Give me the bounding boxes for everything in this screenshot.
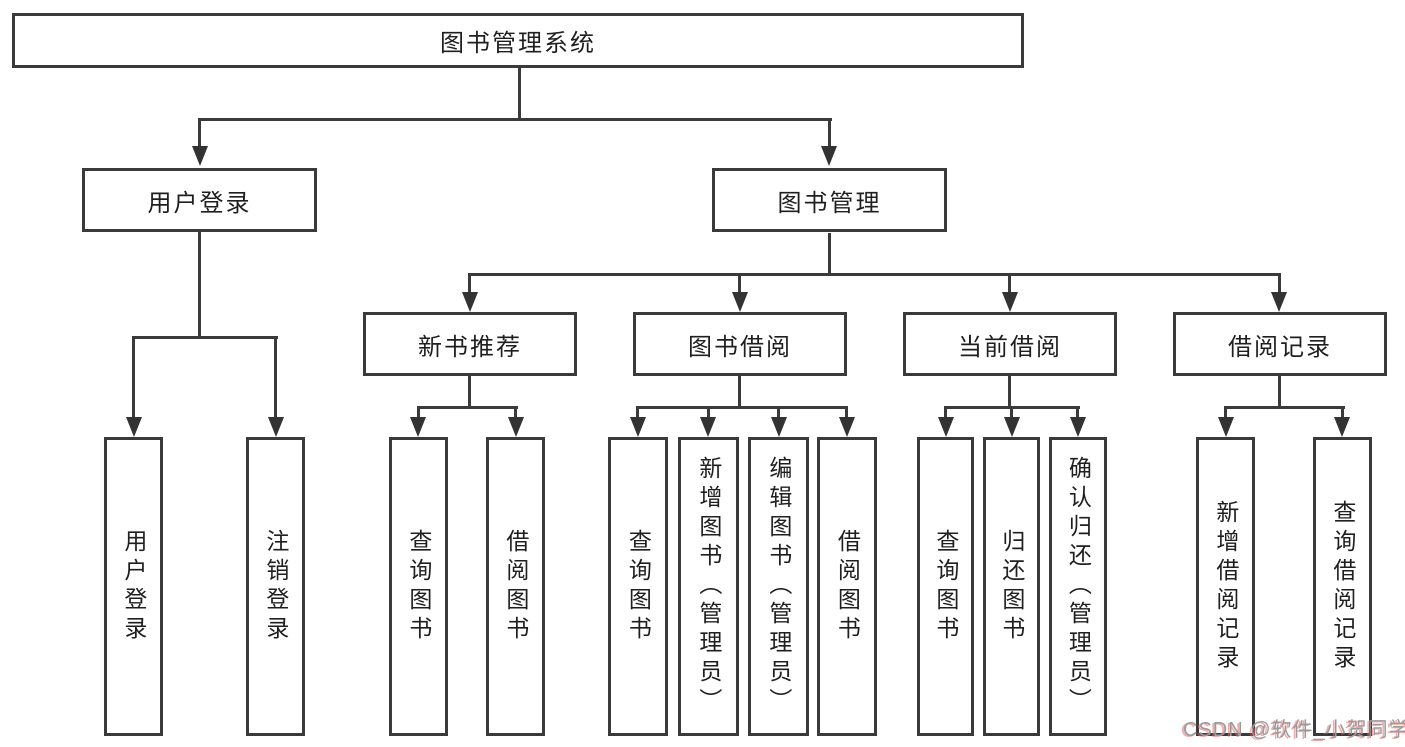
arrowhead-icon [410,417,426,437]
node-label: 新书推荐 [418,333,522,361]
leaf-label: 查询借阅记录 [1329,499,1356,674]
leaf-label: 新增借阅记录 [1212,499,1239,674]
node-label: 用户登录 [147,189,252,217]
connector-line [1008,376,1011,409]
leaf-label: 归还图书 [998,528,1025,645]
arrowhead-icon [771,417,787,437]
leaf-label: 查询图书 [932,528,959,645]
arrowhead-icon [126,417,142,437]
leaf-query-book: 查询图书 [389,437,448,736]
arrowhead-icon [192,146,208,166]
connector-line [636,406,639,420]
node-new-book-recommendation: 新书推荐 [363,312,577,376]
node-root-system: 图书管理系统 [12,13,1024,68]
arrowhead-icon [732,292,748,312]
connector-line [738,273,741,295]
arrowhead-icon [1334,417,1350,437]
csdn-watermark: CSDN @软件_小贺同学 [1183,719,1405,741]
node-label: 图书借阅 [688,333,792,361]
arrowhead-icon [700,417,716,437]
leaf-edit-book-admin: 编辑图书（管理员） [748,437,809,736]
leaf-confirm-return-admin: 确认归还（管理员） [1049,437,1107,736]
arrowhead-icon [839,417,855,437]
connector-line [468,273,471,295]
node-label: 图书管理系统 [440,30,596,57]
connector-line [468,273,1281,276]
connector-line [518,67,521,121]
node-book-management: 图书管理 [712,168,947,232]
leaf-return-book: 归还图书 [983,437,1040,736]
arrowhead-icon [630,417,646,437]
leaf-add-book-admin: 新增图书（管理员） [678,437,739,736]
connector-line [944,406,947,420]
leaf-query-book: 查询图书 [608,437,668,736]
leaf-logout-login: 注销登录 [246,437,305,736]
connector-line [198,118,832,121]
connector-line [1224,406,1227,420]
node-user-login: 用户登录 [82,168,317,232]
connector-line [1278,273,1281,295]
leaf-borrow-book: 借阅图书 [486,437,545,736]
connector-line [1076,406,1079,420]
arrowhead-icon [462,292,478,312]
node-borrowing-records: 借阅记录 [1173,312,1387,376]
connector-line [132,336,278,339]
arrowhead-icon [1271,292,1287,312]
leaf-query-borrow-record: 查询借阅记录 [1313,437,1372,736]
connector-line [417,406,420,420]
connector-line [198,118,201,150]
arrowhead-icon [508,417,524,437]
node-label: 当前借阅 [958,333,1062,361]
connector-line [198,232,201,339]
leaf-label: 用户登录 [120,528,147,645]
connector-line [828,233,831,276]
connector-line [777,406,780,420]
leaf-user-login: 用户登录 [104,437,163,736]
leaf-query-book: 查询图书 [917,437,974,736]
arrowhead-icon [1218,417,1234,437]
leaf-label: 查询图书 [625,528,652,645]
connector-line [636,406,848,409]
connector-line [417,406,518,409]
arrowhead-icon [1070,417,1086,437]
leaf-label: 注销登录 [262,528,289,645]
arrowhead-icon [821,146,837,166]
connector-line [274,336,277,420]
arrowhead-icon [1002,292,1018,312]
node-label: 借阅记录 [1228,333,1332,361]
connector-line [514,406,517,420]
connector-line [707,406,710,420]
connector-line [845,406,848,420]
arrowhead-icon [268,417,284,437]
leaf-label: 新增图书（管理员） [695,456,722,717]
node-current-borrowing: 当前借阅 [903,312,1117,376]
connector-line [738,376,741,409]
connector-line [1278,376,1281,409]
arrowhead-icon [1004,417,1020,437]
node-label: 图书管理 [777,189,882,217]
leaf-add-borrow-record: 新增借阅记录 [1196,437,1255,736]
connector-line [1341,406,1344,420]
connector-line [1008,273,1011,295]
leaf-label: 编辑图书（管理员） [765,456,792,717]
connector-line [132,336,135,420]
connector-line [828,118,831,150]
connector-line [1224,406,1345,409]
node-book-borrowing: 图书借阅 [633,312,847,376]
leaf-label: 查询图书 [405,528,432,645]
leaf-borrow-book: 借阅图书 [817,437,877,736]
connector-line [1010,406,1013,420]
leaf-label: 借阅图书 [834,528,861,645]
leaf-label: 借阅图书 [502,528,529,645]
leaf-label: 确认归还（管理员） [1065,456,1092,717]
arrowhead-icon [938,417,954,437]
connector-line [468,376,471,409]
